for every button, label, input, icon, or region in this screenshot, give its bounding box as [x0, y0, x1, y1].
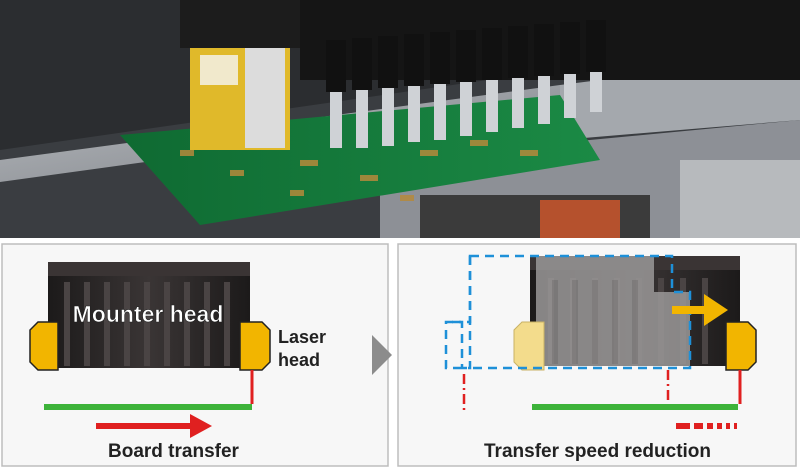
laser-head-ghost: [513, 321, 545, 371]
board-transfer-label: Board transfer: [108, 441, 240, 462]
laser-head-current: [725, 321, 757, 371]
mounter-head-ghost: [536, 256, 690, 366]
board-line: [44, 404, 252, 410]
laser-head-left: [29, 321, 59, 371]
machine-photo: [0, 0, 800, 238]
transfer-speed-label: Transfer speed reduction: [484, 441, 711, 462]
laser-head-right: [239, 321, 271, 371]
mounter-head-label: Mounter head: [73, 301, 224, 327]
right-panel: Transfer speed reduction: [397, 243, 797, 467]
mounter-head: [48, 262, 250, 368]
board-line-right: [532, 404, 738, 410]
board-transfer-arrow: [96, 414, 212, 438]
previous-position-outline: [444, 254, 692, 370]
laser-head-label-line1: Laser: [278, 327, 326, 347]
speed-reduction-indicator: [676, 423, 737, 429]
left-panel: Mounter head Laser head Board transfer: [1, 243, 389, 467]
chevron-right-icon: [372, 335, 392, 375]
laser-head-label-line2: head: [278, 350, 320, 370]
head-move-arrow: [672, 294, 728, 326]
